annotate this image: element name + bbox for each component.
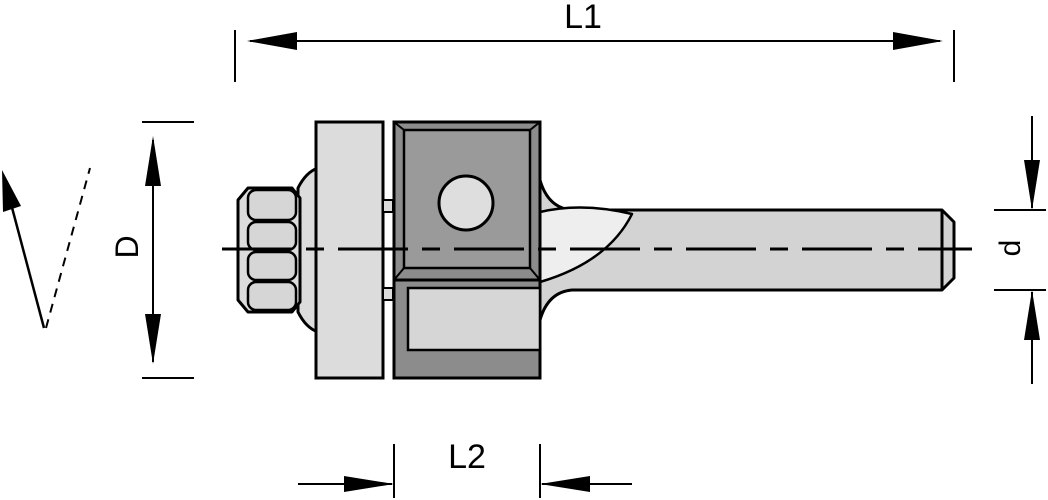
label-D: D: [109, 235, 145, 258]
label-L2: L2: [448, 438, 486, 476]
dimension-d: d: [994, 116, 1046, 384]
spacer-top: [382, 199, 394, 213]
spacer-bottom: [382, 287, 394, 301]
dimension-D: D: [109, 121, 194, 379]
rotation-direction-arrow-icon: [2, 167, 91, 329]
body-lower-face: [406, 286, 542, 352]
label-L1: L1: [564, 0, 602, 36]
insert-screw-hole: [437, 174, 495, 232]
label-d: d: [994, 240, 1027, 257]
chip-groove: [538, 206, 634, 284]
dimension-L1: L1: [234, 0, 955, 82]
dimension-L2: L2: [298, 438, 632, 498]
